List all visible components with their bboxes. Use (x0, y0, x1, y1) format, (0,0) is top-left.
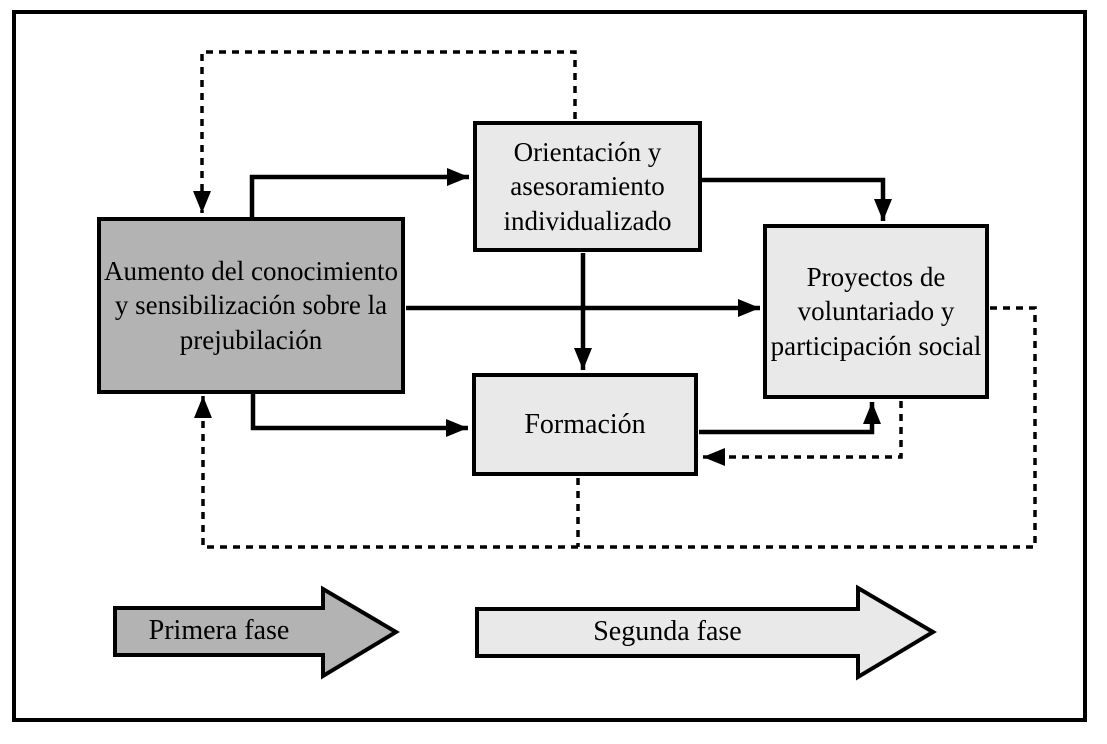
node-aumento: Aumento del conocimiento y sensibilizaci… (97, 217, 405, 394)
node-formacion-label: Formación (524, 408, 646, 440)
node-orientacion-label: Orientación y asesoramiento individualiz… (503, 137, 672, 236)
node-aumento-label: Aumento del conocimiento y sensibilizaci… (104, 256, 398, 355)
phase-label-primera: Primera fase (148, 615, 290, 646)
node-formacion: Formación (472, 373, 698, 476)
node-proyectos-label: Proyectos de voluntariado y participació… (770, 262, 982, 361)
outer-frame (12, 10, 1087, 722)
node-orientacion: Orientación y asesoramiento individualiz… (473, 121, 702, 252)
edge-formacion-to-proyectos (699, 402, 881, 435)
edge-aumento-to-orientacion (249, 168, 469, 219)
edge-orientacion-to-aumento (193, 50, 577, 213)
edge-orientacion-to-proyectos (701, 177, 892, 221)
phase-arrow-primera (113, 585, 400, 680)
edge-aumento-to-formacion (250, 392, 468, 437)
edge-proyectos-to-formacion (703, 401, 903, 466)
node-proyectos: Proyectos de voluntariado y participació… (763, 224, 989, 399)
edge-layer (193, 50, 1037, 549)
phase-arrow-segunda (475, 584, 937, 681)
phase-label-segunda: Segunda fase (593, 616, 742, 647)
edge-proyectos-to-aumento (194, 306, 1037, 549)
